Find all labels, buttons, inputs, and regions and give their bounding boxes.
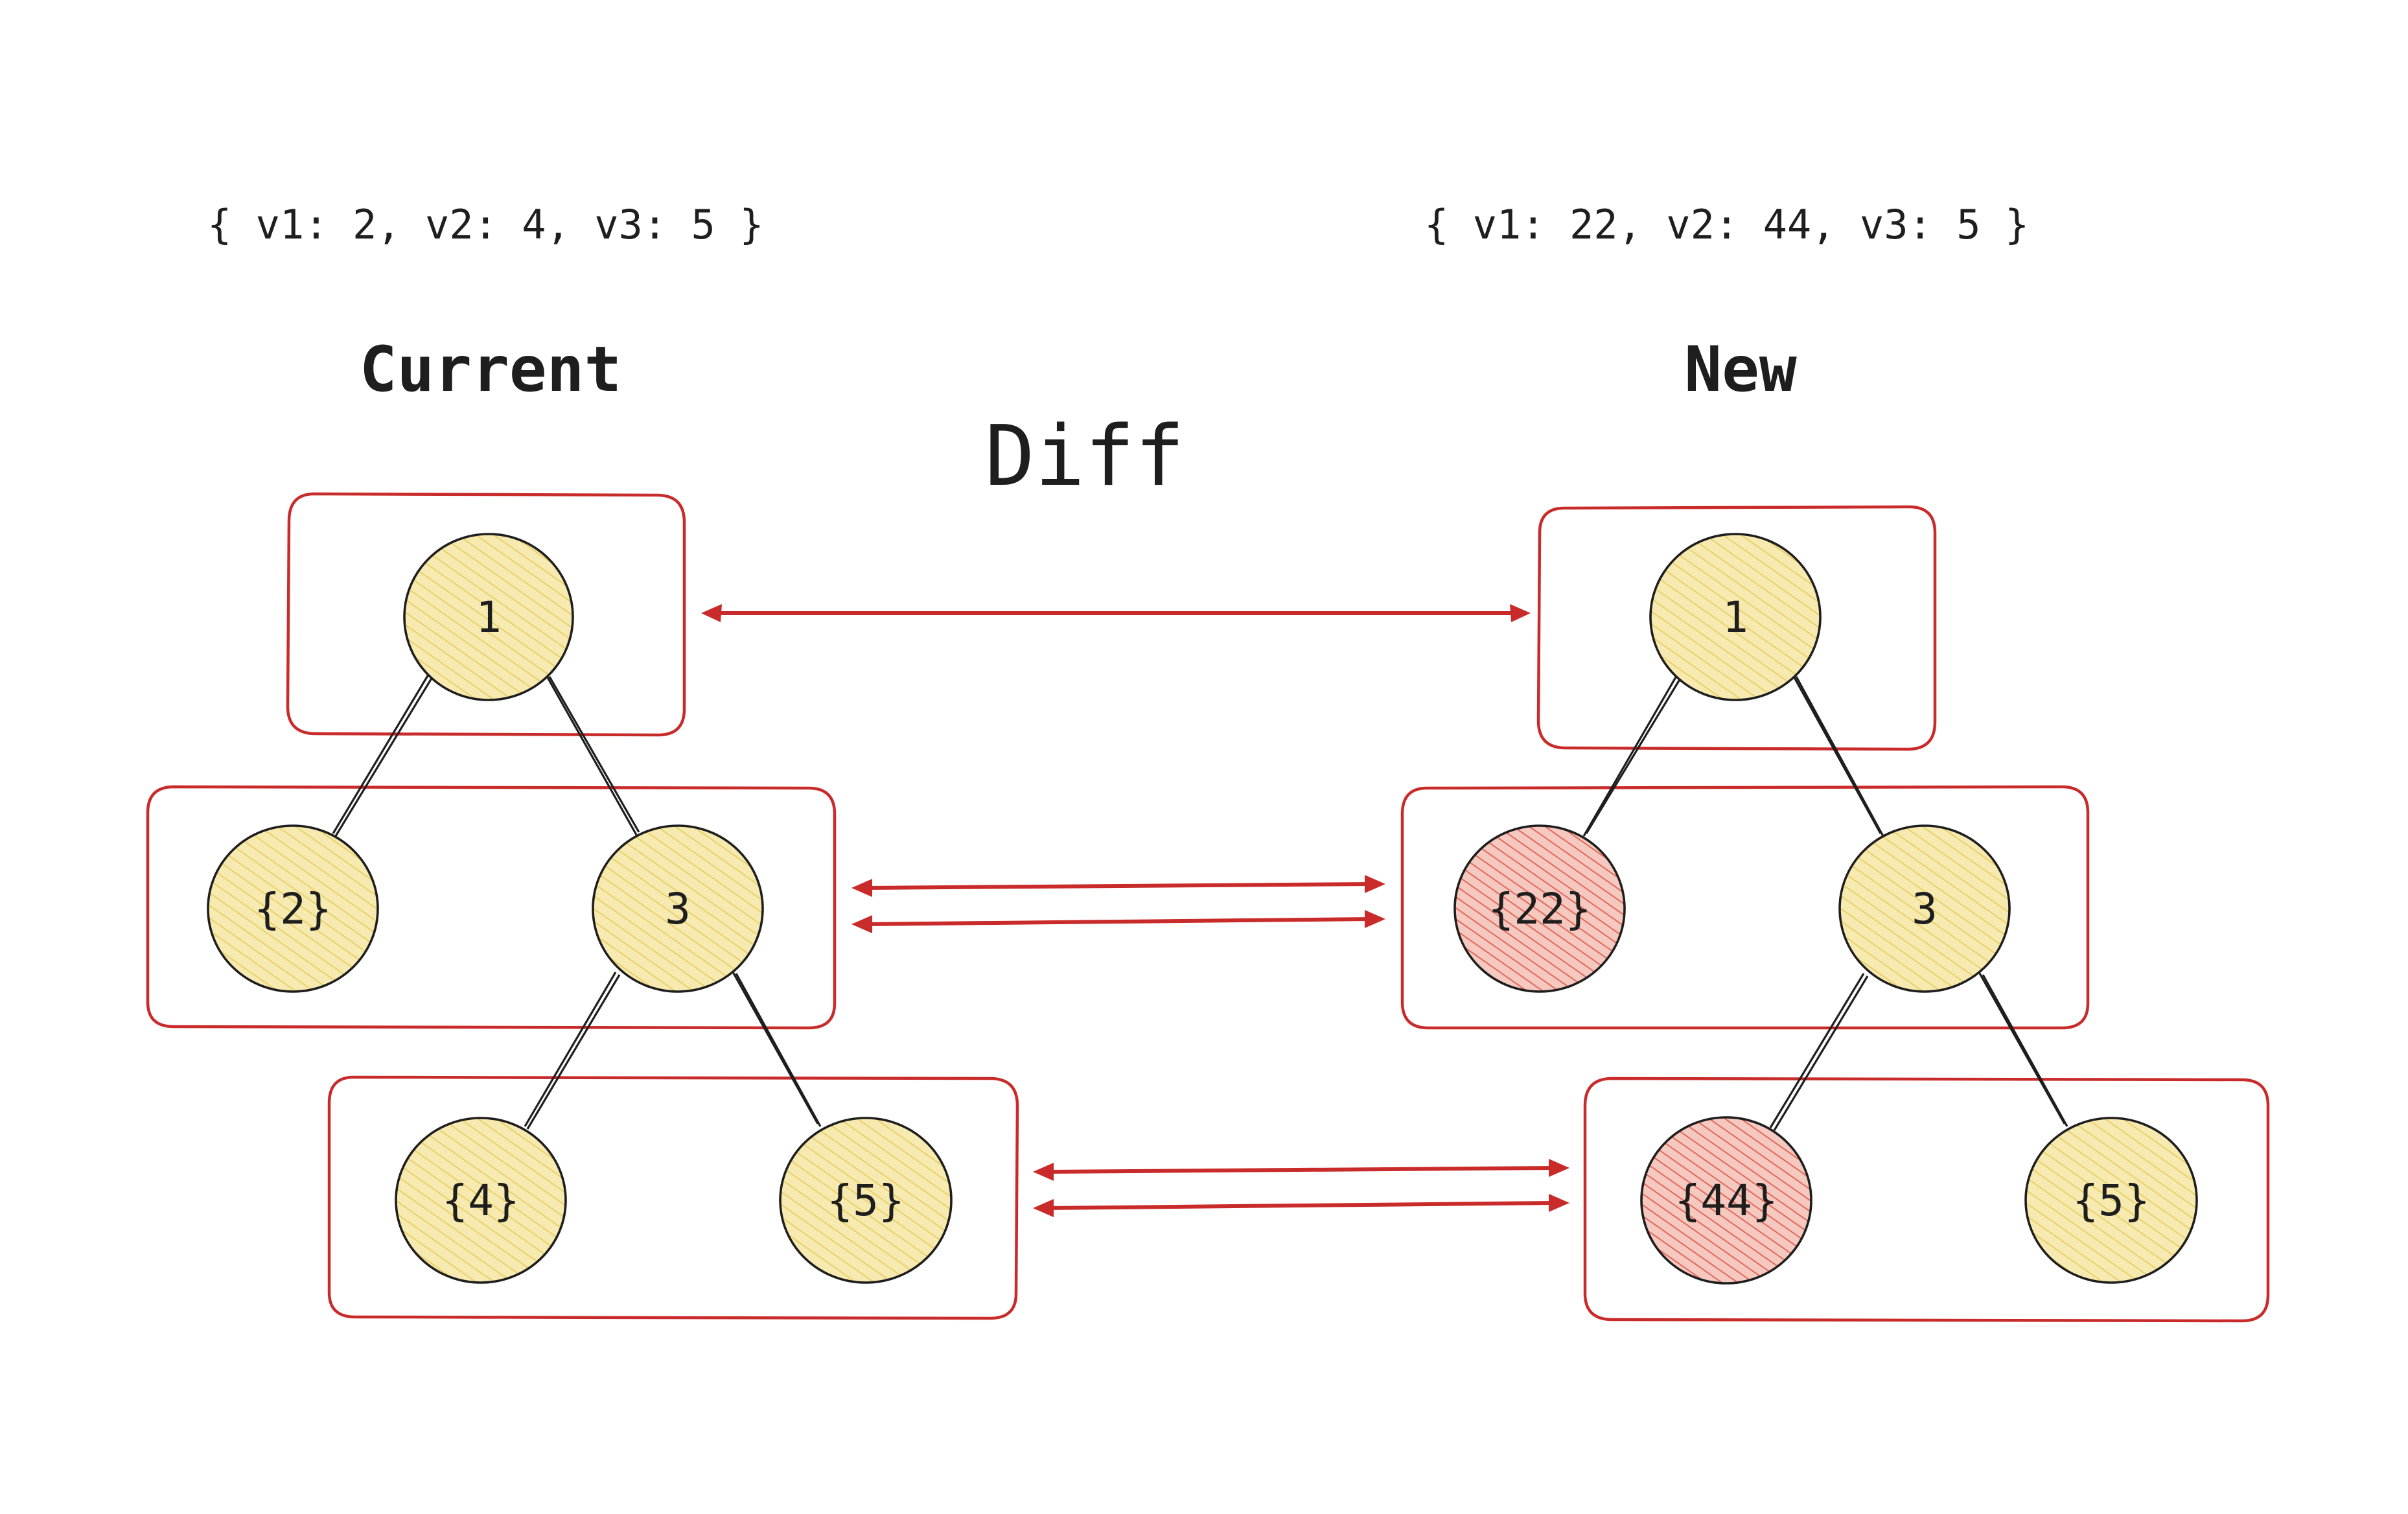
current-edge-root-left-b: [332, 671, 432, 834]
new-edge-root-left-b: [1585, 675, 1684, 834]
current-edge-root-right: [544, 673, 638, 835]
current-object-text: { v1: 2, v2: 4, v3: 5 }: [207, 201, 764, 248]
new-edge-root-left: [1582, 672, 1680, 837]
new-edge-3-left: [1769, 973, 1865, 1128]
current-level-3-box: [327, 1075, 1019, 1320]
current-level-1-box: [286, 492, 686, 737]
new-node-44-label: {44}: [1675, 1176, 1778, 1226]
current-node-1-label: 1: [476, 592, 502, 642]
new-edge-3-right-b: [1982, 974, 2068, 1127]
current-edge-3-right: [731, 970, 819, 1124]
current-node-3: 3: [592, 824, 764, 993]
diff-arrow-level-1: [701, 604, 1531, 622]
current-node-2: {2}: [207, 824, 379, 993]
current-level-2-box: [146, 785, 837, 1030]
current-node-4-label: {4}: [442, 1176, 519, 1226]
current-edge-3-left-b: [526, 974, 621, 1130]
new-node-22-changed: {22}: [1453, 824, 1626, 993]
current-node-5-label: {5}: [827, 1176, 904, 1226]
new-edge-3-right: [1978, 972, 2066, 1124]
new-node-5-label: {5}: [2072, 1176, 2149, 1226]
current-node-3-label: 3: [665, 884, 691, 934]
new-node-1-label: 1: [1722, 592, 1748, 642]
new-node-22-label: {22}: [1488, 884, 1592, 934]
diff-heading: Diff: [985, 408, 1185, 505]
new-node-44-changed: {44}: [1640, 1116, 1812, 1285]
new-edge-root-right-b: [1795, 676, 1884, 837]
current-node-2-label: {2}: [254, 884, 331, 934]
new-node-3-label: 3: [1912, 884, 1938, 934]
diff-arrow-level-2-bottom: [851, 910, 1385, 933]
current-node-1: 1: [403, 533, 574, 701]
new-node-1: 1: [1649, 533, 1822, 701]
new-object-text: { v1: 22, v2: 44, v3: 5 }: [1424, 201, 2029, 248]
new-edge-root-right: [1791, 673, 1882, 834]
current-edge-root-right-b: [548, 676, 640, 833]
new-level-3-box: [1583, 1077, 2270, 1323]
current-heading: Current: [360, 333, 622, 406]
diff-arrow-level-3-top: [1033, 1159, 1569, 1181]
current-node-4: {4}: [395, 1117, 567, 1284]
current-edge-3-left: [524, 972, 617, 1127]
current-edge-root-left: [334, 673, 435, 837]
new-tree: 1 {22} 3 {44} {5}: [1400, 505, 2270, 1323]
new-heading: New: [1684, 333, 1797, 406]
current-tree: 1 {2} 3 {4} {5}: [146, 492, 1019, 1320]
new-level-2-box: [1400, 785, 2090, 1030]
diff-arrow-level-2-top: [851, 875, 1385, 897]
diff-arrow-level-3-bottom: [1033, 1194, 1569, 1217]
new-level-1-box: [1536, 505, 1937, 751]
new-node-5: {5}: [2024, 1117, 2198, 1284]
new-edge-3-left-b: [1773, 975, 1869, 1131]
new-node-3: 3: [1838, 824, 2011, 993]
current-node-5: {5}: [779, 1117, 953, 1284]
current-edge-3-right-b: [735, 973, 822, 1127]
